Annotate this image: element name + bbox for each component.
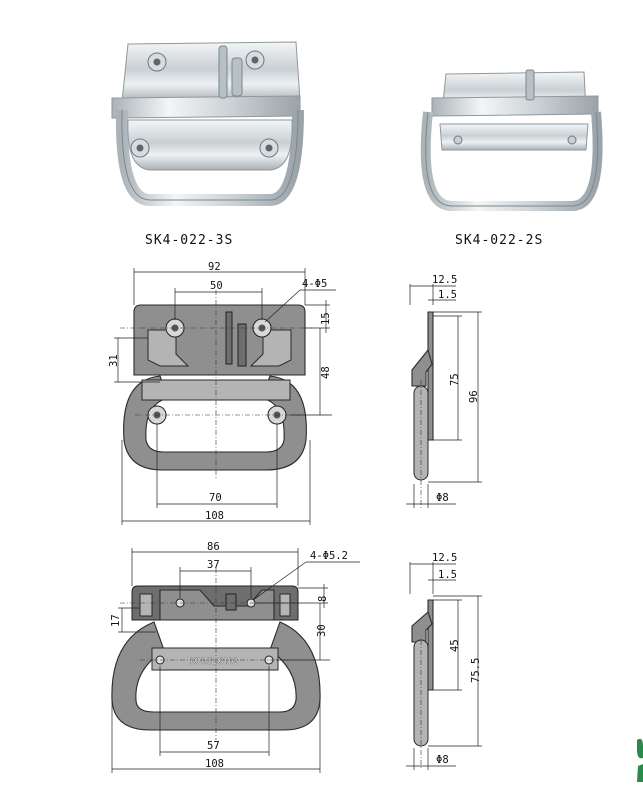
svg-text:37: 37: [207, 559, 220, 571]
product-photo-3s: [111, 41, 304, 206]
svg-text:17: 17: [110, 614, 122, 627]
svg-text:31: 31: [108, 354, 120, 367]
dimensions-2s-front: 86 37 4-Φ5.2 8 30 17 57 108: [110, 541, 360, 773]
svg-text:Φ8: Φ8: [436, 492, 449, 504]
model-label-3s: SK4-022-3S: [145, 233, 233, 248]
brand-mark-kunlong: KUNLONG: [190, 656, 239, 666]
svg-text:45: 45: [449, 639, 461, 652]
svg-text:30: 30: [316, 624, 328, 637]
edge-logo-fragment: [637, 738, 643, 759]
svg-text:15: 15: [320, 312, 332, 325]
svg-text:75: 75: [449, 373, 461, 386]
edge-logo-fragment-2: [637, 764, 643, 782]
svg-text:92: 92: [208, 261, 221, 273]
svg-text:50: 50: [210, 280, 223, 292]
side-view-2s: [411, 599, 434, 770]
svg-text:8: 8: [317, 596, 329, 602]
svg-text:12.5: 12.5: [432, 552, 457, 564]
svg-text:108: 108: [205, 758, 224, 770]
model-label-2s: SK4-022-2S: [455, 233, 543, 248]
svg-text:1.5: 1.5: [438, 289, 457, 301]
dimensions-2s-side: 12.5 1.5 45 75.5 Φ8: [406, 552, 482, 770]
front-view-2s: KUNLONG: [111, 568, 321, 740]
dimensions-3s-side: 12.5 1.5 75 96 Φ8: [406, 274, 482, 508]
svg-text:4-Φ5.2: 4-Φ5.2: [310, 550, 348, 562]
side-view-3s: [411, 311, 434, 510]
svg-text:108: 108: [205, 510, 224, 522]
svg-text:12.5: 12.5: [432, 274, 457, 286]
svg-text:Φ8: Φ8: [436, 754, 449, 766]
svg-text:1.5: 1.5: [438, 569, 457, 581]
svg-text:48: 48: [320, 366, 332, 379]
svg-text:4-Φ5: 4-Φ5: [302, 278, 327, 290]
svg-text:96: 96: [468, 390, 480, 403]
svg-text:70: 70: [209, 492, 222, 504]
svg-text:75.5: 75.5: [470, 658, 482, 683]
svg-text:57: 57: [207, 740, 220, 752]
svg-text:86: 86: [207, 541, 220, 553]
product-photo-2s: [420, 69, 603, 211]
front-view-3s: [120, 290, 312, 480]
dimensions-3s-front: 92 50 4-Φ5 15 48 31 70 108: [108, 261, 336, 525]
